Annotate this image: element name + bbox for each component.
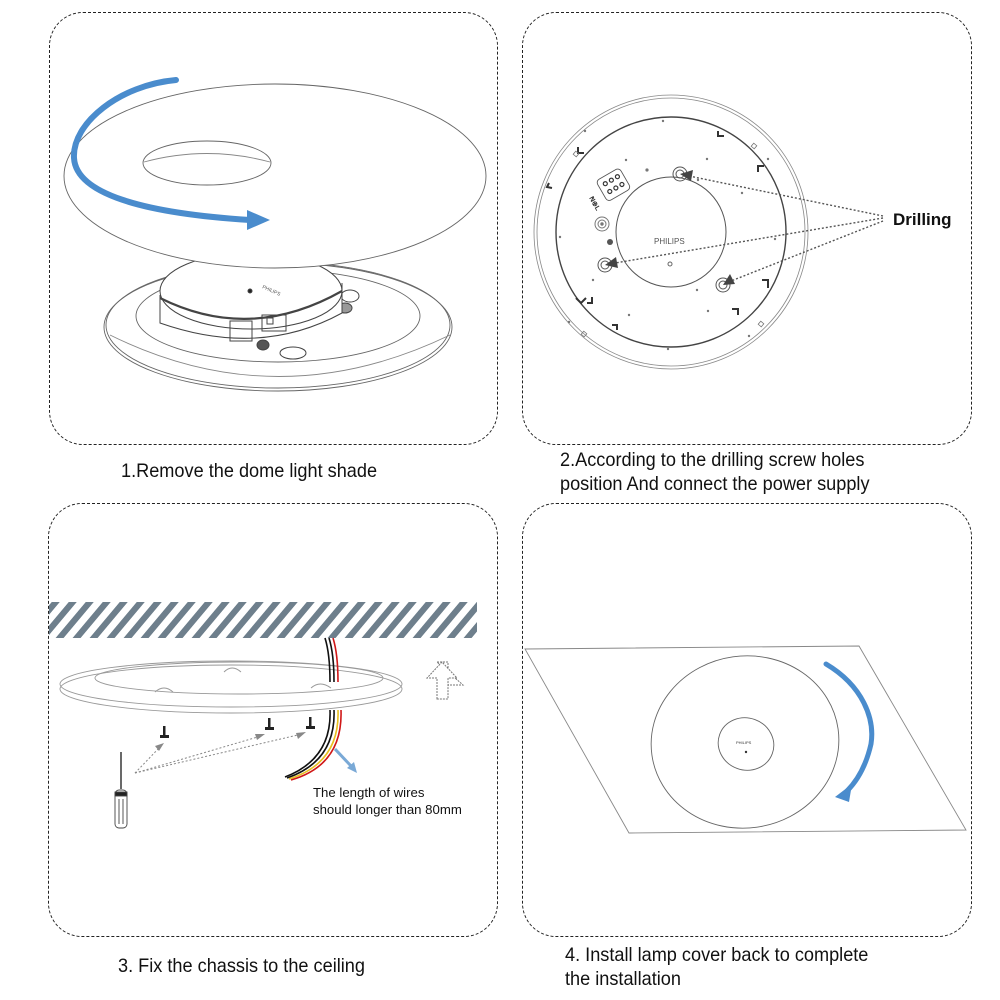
dome-shade [63, 83, 487, 269]
lamp-cover [650, 655, 840, 829]
step-4-illustration: PHILIPS [524, 645, 967, 834]
power-wires [284, 637, 342, 781]
step-3-caption: 3. Fix the chassis to the ceiling [118, 955, 365, 977]
slot-squares [572, 142, 765, 338]
drilling-label: Drilling [893, 210, 952, 229]
indicator-dot [607, 239, 613, 245]
brand-mark: PHILIPS [654, 237, 685, 246]
screw-hole [715, 277, 731, 293]
cover-brand-mark: PHILIPS [736, 740, 752, 745]
screw-icon [160, 726, 169, 738]
wire-length-note: The length of wires should longer than 8… [313, 784, 462, 818]
step-4-caption-line-1: 4. Install lamp cover back to complete [565, 944, 869, 966]
ceiling-hatch [49, 602, 477, 638]
screwdriver-icon [114, 752, 128, 829]
knob [594, 216, 610, 232]
driver-box [159, 252, 360, 360]
chassis-plate [59, 660, 403, 714]
step-2-panel: N⊕L PHILIPS [522, 12, 972, 445]
step-2-caption-line-2: position And connect the power supply [560, 473, 870, 495]
step-2-caption-line-1: 2.According to the drilling screw holes [560, 449, 865, 471]
rotate-arrow-icon [70, 77, 270, 230]
step-1-caption: 1.Remove the dome light shade [121, 460, 378, 482]
step-1-illustration: PHILIPS [63, 77, 487, 392]
ceiling-plane [524, 645, 967, 834]
center-hole [667, 261, 673, 267]
screwdriver-guides [134, 733, 303, 774]
step-3-panel [48, 503, 498, 937]
drilling-callout-arrows [614, 175, 884, 282]
step-2-illustration: N⊕L PHILIPS [533, 94, 884, 370]
cover-center-dot [744, 750, 748, 754]
wire-note-line-2: should longer than 80mm [313, 802, 462, 817]
terminal-label: N⊕L [587, 196, 601, 213]
chassis-top-view [533, 94, 809, 370]
wire-note-line-1: The length of wires [313, 785, 425, 800]
terminal-block [596, 168, 631, 201]
step-2-caption: 2.According to the drilling screw holes … [560, 448, 870, 496]
pointer-arrow-icon [333, 747, 357, 773]
rotate-arrow-icon [823, 661, 875, 802]
callout-arrowheads [605, 170, 735, 285]
step-1-panel: PHILIPS [49, 12, 498, 445]
up-arrow-icon [425, 661, 465, 700]
guide-arrowheads [155, 732, 306, 751]
step-4-caption: 4. Install lamp cover back to complete t… [565, 943, 868, 991]
step-4-panel: PHILIPS [522, 503, 972, 937]
screw-icon [306, 717, 315, 729]
screw-icon [265, 718, 274, 730]
marker-dots [558, 119, 777, 351]
step-3-illustration [49, 602, 477, 829]
mounting-brackets [545, 131, 769, 330]
step-4-caption-line-2: the installation [565, 968, 681, 990]
